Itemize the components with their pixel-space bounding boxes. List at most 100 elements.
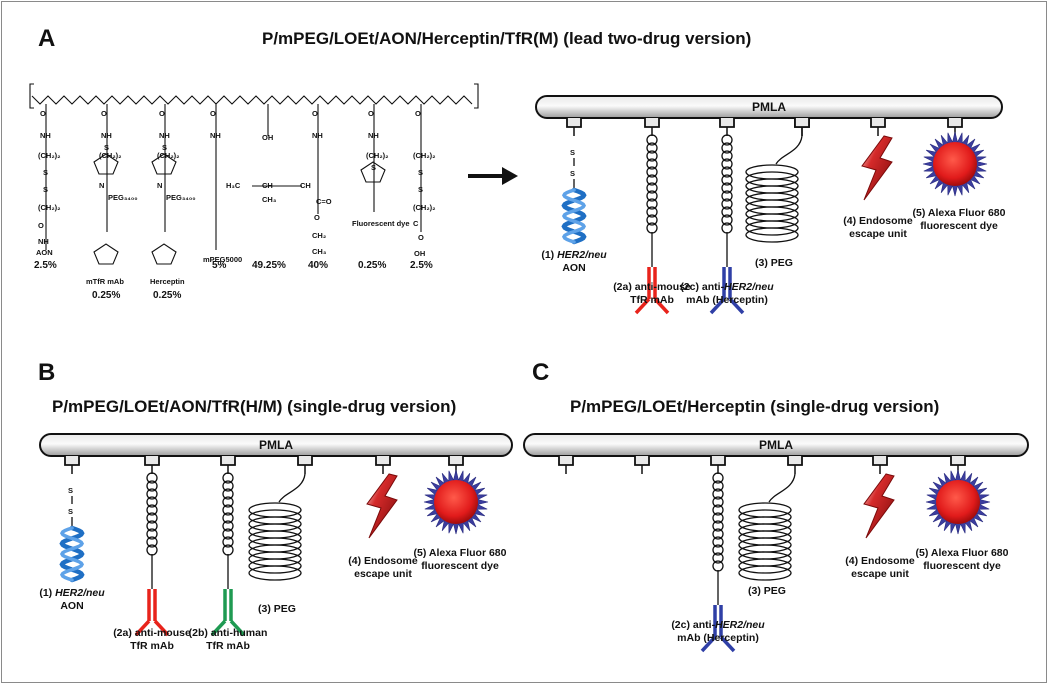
chemistry-atoms: O O O O OH O O O NH NH NH NH NH NH (CH₂)… [38,109,436,258]
connector [644,118,660,128]
panel-c-label: C [532,359,549,386]
svg-text:O: O [159,109,165,118]
svg-text:(CH₂)₂: (CH₂)₂ [38,203,61,212]
chem-label-mtfr: mTfR mAb [86,277,124,286]
svg-text:O: O [40,109,46,118]
fluorescent-dye-icon [925,456,991,535]
svg-text:O: O [38,221,44,230]
anti-mouse-tfr-icon [134,456,170,637]
pmla-backbone: PMLA [39,433,513,457]
svg-text:NH: NH [210,131,221,140]
svg-text:N: N [157,181,162,190]
aon-icon: SS [59,456,85,583]
connector [719,118,735,128]
panel-b-title: P/mPEG/LOEt/AON/TfR(H/M) (single-drug ve… [52,397,456,416]
svg-text:O: O [210,109,216,118]
svg-text:S: S [43,168,48,177]
connector [558,456,574,466]
svg-text:S: S [43,185,48,194]
svg-text:CH₃: CH₃ [312,247,327,256]
svg-text:S: S [68,486,73,495]
svg-text:O: O [368,109,374,118]
svg-text:NH: NH [312,131,323,140]
connector [144,456,160,466]
svg-text:S: S [570,169,575,178]
svg-text:S: S [162,143,167,152]
lightning-bolt-icon [861,118,893,201]
svg-text:(CH₂)₂: (CH₂)₂ [413,151,436,160]
svg-text:O: O [312,109,318,118]
svg-text:O: O [101,109,107,118]
svg-text:(CH₂)₂: (CH₂)₂ [366,151,389,160]
left-bracket [29,83,34,109]
succinimide-ring-5 [151,243,177,265]
lightning-bolt-icon [863,456,895,539]
pct-mpeg: 5% [212,260,227,271]
connector [872,456,888,466]
lightning-bolt-icon [366,456,398,539]
anti-mouse-tfr-icon [634,118,670,315]
svg-text:NH: NH [101,131,112,140]
panel-a: A P/mPEG/LOEt/AON/Herceptin/TfR(M) (lead… [29,25,1006,315]
pct-valeryl: 49.25% [252,260,286,271]
chem-label-mpeg: mPEG5000 [203,255,242,264]
svg-text:S: S [418,168,423,177]
connector [220,456,236,466]
svg-text:S: S [68,507,73,516]
connector [375,456,391,466]
pmla-backbone: PMLA [535,95,1003,119]
svg-text:O: O [314,213,320,222]
peg-coil-icon [745,118,810,243]
connector [710,456,726,466]
panel-c-title: P/mPEG/LOEt/Herceptin (single-drug versi… [570,397,939,416]
peg-coil-icon [248,456,313,581]
svg-text:PEG₃₄₀₀: PEG₃₄₀₀ [108,193,138,202]
pct-carboxyl: 2.5% [410,260,433,271]
svg-text:O: O [415,109,421,118]
percentages: 2.5% 0.25% 0.25% 5% 49.25% 40% 0.25% 2.5… [34,260,433,301]
succinimide-ring-1 [93,153,119,175]
svg-text:NH: NH [368,131,379,140]
svg-text:CH₃: CH₃ [262,195,277,204]
panel-b: B P/mPEG/LOEt/AON/TfR(H/M) (single-drug … [38,359,513,652]
svg-text:(CH₂)₂: (CH₂)₂ [157,151,180,160]
svg-text:H₃C: H₃C [226,181,241,190]
svg-text:O: O [418,233,424,242]
connector [947,118,963,128]
panel-c: C P/mPEG/LOEt/Herceptin (single-drug ver… [523,359,1029,653]
pmla-label: PMLA [752,100,786,114]
chemical-structure [29,83,479,265]
fluorescent-dye-icon [423,456,489,535]
svg-text:NH: NH [40,131,51,140]
pmla-label: PMLA [259,438,293,452]
svg-text:CH: CH [262,181,273,190]
succinimide-ring-4 [93,243,119,265]
svg-text:S: S [371,163,376,172]
right-bracket [474,83,479,109]
anti-human-tfr-icon [210,456,246,637]
panel-a-title: P/mPEG/LOEt/AON/Herceptin/TfR(M) (lead t… [262,29,751,48]
svg-text:OH: OH [262,133,273,142]
pmla-label: PMLA [759,438,793,452]
pct-leoet: 40% [308,260,328,271]
svg-text:S: S [104,143,109,152]
connector [297,456,313,466]
connector [566,118,582,128]
svg-text:C: C [413,219,419,228]
svg-text:S: S [418,185,423,194]
